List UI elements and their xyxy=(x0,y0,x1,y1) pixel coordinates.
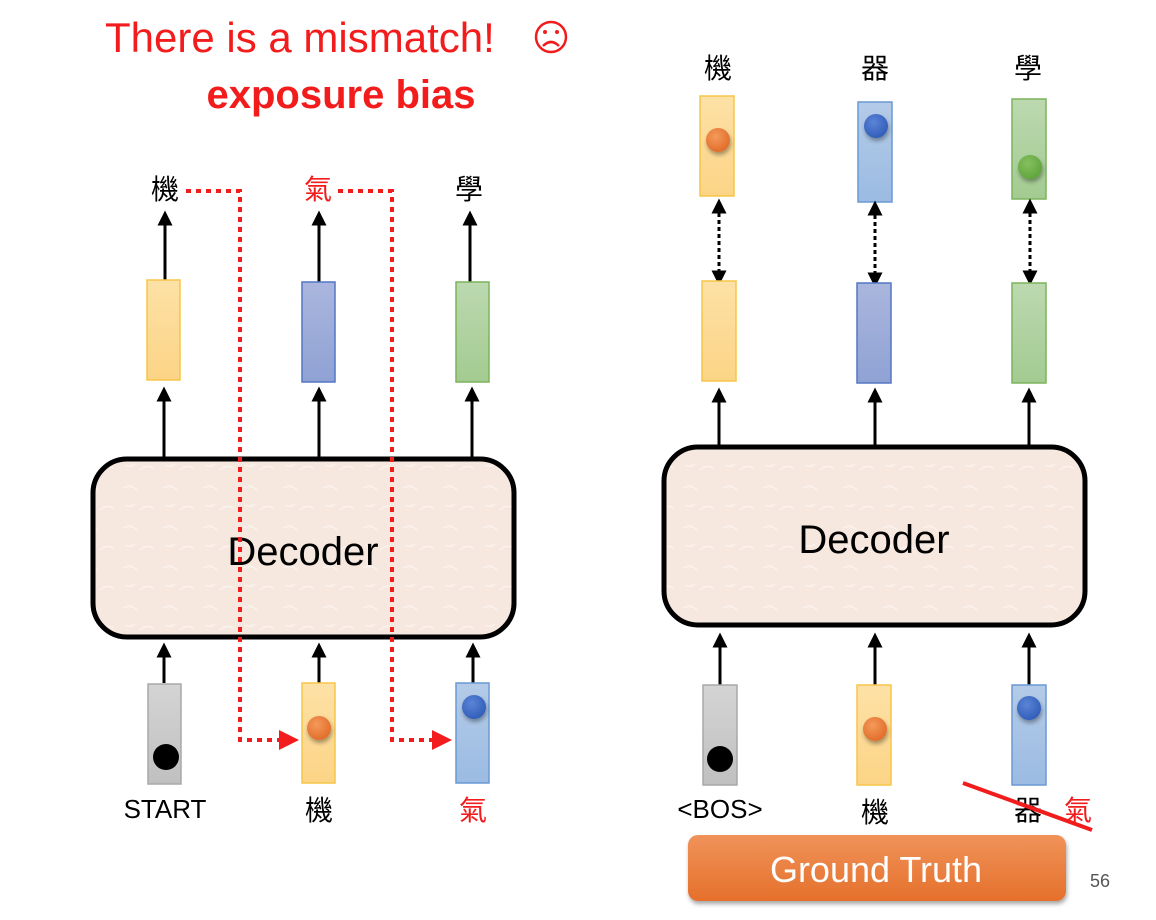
output-vector-blue xyxy=(301,281,336,383)
decoder-label: Decoder xyxy=(227,530,378,574)
left-input-label-1: START xyxy=(124,794,207,824)
output-vector-green xyxy=(1011,282,1047,384)
input-vector-blue xyxy=(1011,684,1047,786)
one-hot-dot xyxy=(706,128,730,152)
one-hot-dot xyxy=(707,746,733,772)
feedback-path-1 xyxy=(186,189,299,750)
right-input-label-2: 機 xyxy=(861,796,889,829)
decoder-label: Decoder xyxy=(798,518,949,562)
ground-truth-label: Ground Truth xyxy=(770,849,982,890)
one-hot-dot xyxy=(1017,696,1041,720)
decoder-block xyxy=(90,456,517,640)
output-vector-yellow xyxy=(146,279,181,381)
sad-face-icon xyxy=(534,20,568,54)
left-panel: 機 氣 學 Decoder START 機 氣 xyxy=(90,173,517,827)
title-line-2: exposure bias xyxy=(206,73,475,117)
output-vector-blue xyxy=(856,282,892,384)
target-vector-green xyxy=(1011,98,1047,200)
right-target-char-1: 機 xyxy=(704,52,732,85)
decoder-block xyxy=(661,444,1088,628)
left-output-char-2: 氣 xyxy=(304,173,332,206)
output-vector-green xyxy=(455,281,490,383)
right-input-label-1: <BOS> xyxy=(677,794,762,824)
one-hot-dot xyxy=(864,114,888,138)
left-input-label-2: 機 xyxy=(305,794,333,827)
ground-truth-banner: Ground Truth xyxy=(688,835,1066,901)
one-hot-dot xyxy=(307,716,331,740)
left-output-char-3: 學 xyxy=(455,173,483,206)
one-hot-dot xyxy=(863,717,887,741)
title-line-1: There is a mismatch! xyxy=(105,14,495,61)
one-hot-dot xyxy=(153,744,179,770)
feedback-path-2 xyxy=(338,189,452,750)
output-vector-yellow xyxy=(701,280,737,382)
strikethrough-line xyxy=(962,781,1093,832)
one-hot-dot xyxy=(462,695,486,719)
right-target-char-2: 器 xyxy=(861,52,889,85)
page-number: 56 xyxy=(1090,871,1110,891)
one-hot-dot xyxy=(1018,155,1042,179)
right-target-char-3: 學 xyxy=(1014,52,1042,85)
left-input-label-3: 氣 xyxy=(459,794,487,827)
left-output-char-1: 機 xyxy=(151,173,179,206)
right-panel: 機 器 學 Decoder xyxy=(661,52,1093,901)
